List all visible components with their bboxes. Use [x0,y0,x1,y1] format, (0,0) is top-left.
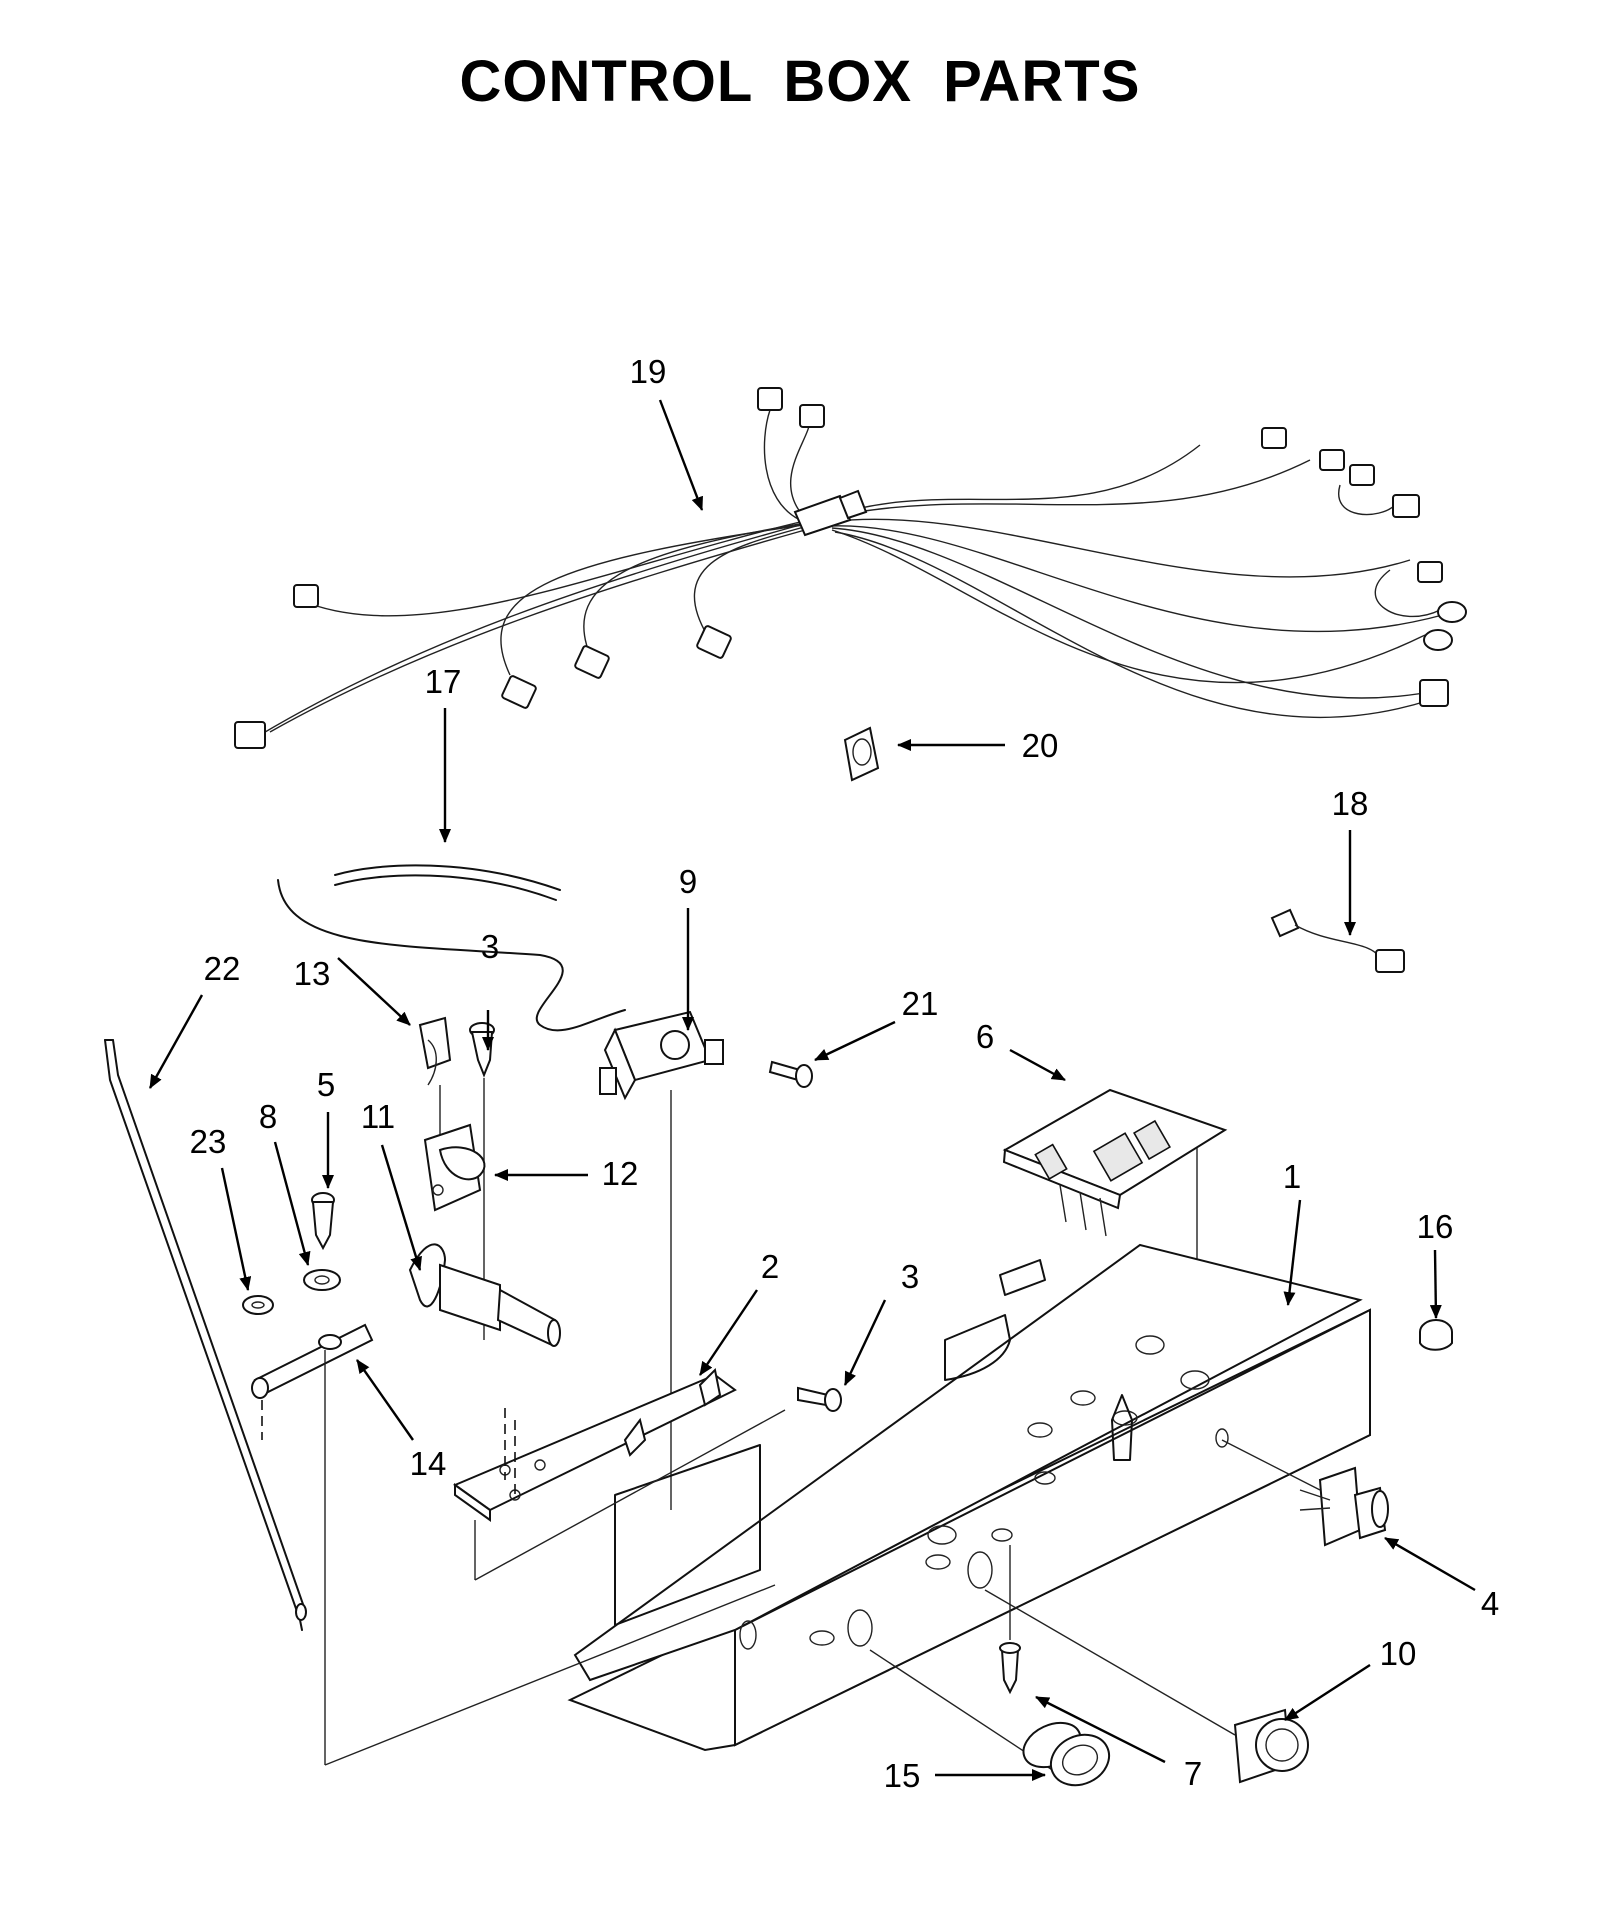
screw [768,1060,813,1088]
control-box-housing [567,1243,1371,1752]
bracket-plate [452,1367,737,1522]
callout-20: 20 [1022,727,1059,764]
leader-lines [148,399,1476,1781]
callout-16: 16 [1417,1208,1454,1245]
callout-1: 1 [1283,1158,1301,1195]
ring-terminal-icon [1423,629,1453,651]
callout-4: 4 [1481,1585,1499,1622]
screw [999,1642,1021,1695]
callout-3-upper: 3 [481,928,499,965]
callout-12: 12 [602,1155,639,1192]
callout-22: 22 [204,950,241,987]
connector-icon [1392,494,1420,518]
control-knob [1233,1708,1309,1784]
cap [1419,1319,1453,1351]
callout-13: 13 [294,955,331,992]
bracket-clip [418,1016,452,1150]
callout-2: 2 [761,1248,779,1285]
callout-3-lower: 3 [901,1258,919,1295]
callout-17: 17 [425,663,462,700]
ring-terminal-icon [1437,601,1467,623]
callout-11: 11 [361,1098,395,1135]
connector-icon [1349,464,1375,486]
callout-5: 5 [317,1066,335,1103]
page-title: CONTROL BOX PARTS [459,49,1141,114]
connector-icon [293,584,319,608]
jumper-harness [1270,908,1405,973]
cable-rod [104,1039,307,1631]
screw [797,1386,842,1412]
connector-icon [1261,427,1287,449]
washer [242,1295,274,1315]
callout-18: 18 [1332,785,1369,822]
wire-harness [234,387,1467,749]
connector-icon [574,645,610,679]
harness-clip [843,726,880,782]
connector-icon [501,675,537,709]
callout-8: 8 [259,1098,277,1135]
control-board [1002,1088,1228,1290]
connector-icon [757,387,783,411]
callout-14: 14 [410,1445,447,1482]
connector-icon [1319,449,1345,471]
switch [1299,1466,1389,1547]
connector-icon [799,404,825,428]
connector-icon [234,721,266,749]
capillary-tube [277,864,626,1032]
callout-23: 23 [190,1123,227,1160]
connector-icon [1417,561,1443,583]
connector-icon [696,625,732,659]
callout-15: 15 [884,1757,921,1794]
damper-shaft [408,1243,561,1347]
damper-lever [251,1323,374,1765]
screw [311,1192,335,1251]
callout-19: 19 [630,353,667,390]
connector-icon [1419,679,1449,707]
washer [303,1269,341,1291]
callout-7: 7 [1184,1755,1202,1792]
callout-9: 9 [679,863,697,900]
callout-21: 21 [902,985,939,1022]
mounting-bracket [423,1123,486,1212]
callout-labels: 19 20 17 18 9 21 6 22 13 3 12 5 11 8 23 … [190,353,1500,1794]
control-knob [1022,1721,1111,1787]
callout-6: 6 [976,1018,994,1055]
callout-10: 10 [1380,1635,1417,1672]
